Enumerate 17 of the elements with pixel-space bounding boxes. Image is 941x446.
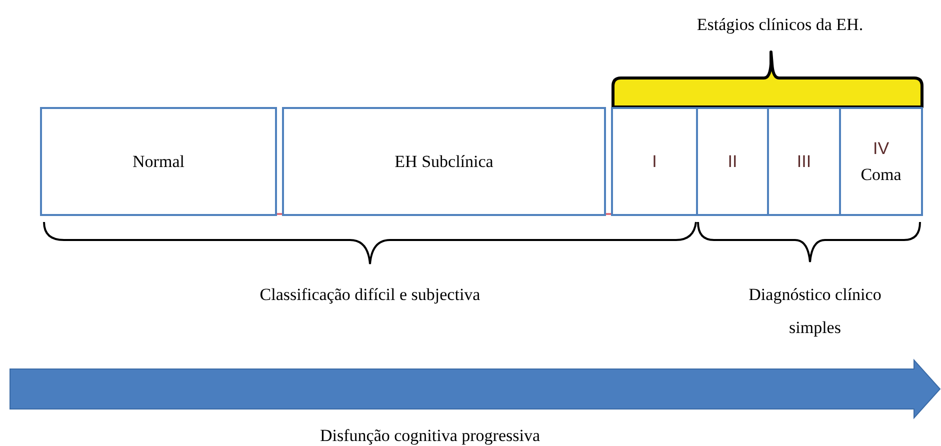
cell-text: IV	[872, 138, 890, 160]
stage-cell	[767, 107, 841, 216]
cell-text: I	[652, 150, 657, 172]
cell-text: Normal	[132, 150, 184, 172]
cell-text: III	[796, 150, 812, 172]
stage-cell	[839, 107, 923, 216]
bracket-label: Diagnóstico clínico simples	[748, 284, 882, 339]
stage-cell	[282, 107, 606, 216]
stage-cell	[696, 107, 769, 216]
bracket-label: Estágios clínicos da EH.	[696, 14, 864, 36]
bracket-label: Classificação difícil e subjectiva	[258, 284, 482, 306]
cell-text: Coma	[860, 164, 902, 186]
arrow-label: Disfunção cognitiva progressiva	[319, 425, 541, 446]
stage-cell	[40, 107, 277, 216]
stage-cell	[611, 107, 698, 216]
cell-text: EH Subclínica	[394, 150, 494, 172]
cell-text: II	[728, 150, 738, 172]
